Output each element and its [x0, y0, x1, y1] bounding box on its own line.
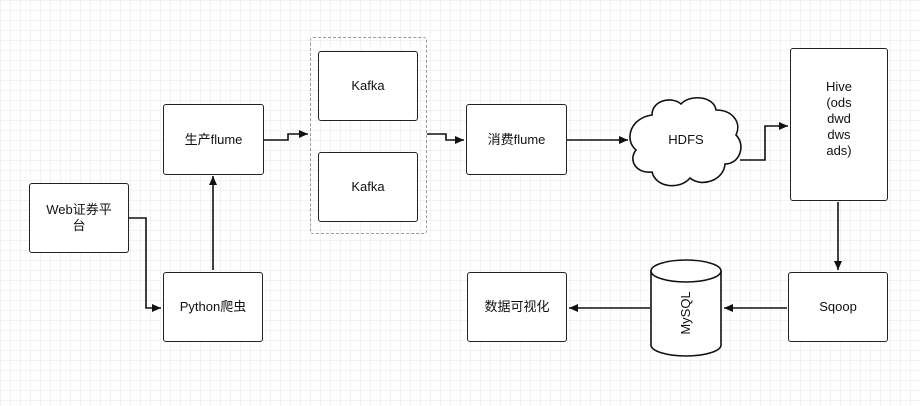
kafka-cluster-group [310, 37, 427, 234]
consumer-flume-label: 消费flume [487, 131, 546, 147]
consumer-flume-node[interactable]: 消费flume [466, 104, 567, 175]
sqoop-label: Sqoop [819, 299, 857, 314]
kafka-node-2[interactable]: Kafka [318, 152, 418, 222]
hive-label: Hive (ods dwd dws ads) [825, 79, 852, 158]
kafka-label-1: Kafka [351, 78, 385, 93]
hdfs-cloud-shape [629, 97, 742, 187]
edge-produce-to-kafka [264, 130, 308, 141]
hdfs-label: HDFS [668, 132, 704, 147]
python-crawler-node[interactable]: Python爬虫 [163, 272, 263, 342]
mysql-cylinder-shape [650, 259, 722, 357]
kafka-label-2: Kafka [351, 179, 385, 194]
sqoop-node[interactable]: Sqoop [788, 272, 888, 342]
edge-web-to-python [129, 217, 161, 312]
mysql-label: MySQL [678, 291, 693, 335]
kafka-node-1[interactable]: Kafka [318, 51, 418, 121]
edge-kafka-to-consume [427, 133, 464, 144]
web-platform-label: Web证券平台 [46, 202, 112, 233]
data-visualization-node[interactable]: 数据可视化 [467, 272, 567, 342]
edge-hdfs-to-hive [740, 122, 788, 161]
producer-flume-label: 生产flume [184, 131, 243, 147]
data-visualization-label: 数据可视化 [484, 299, 550, 314]
hive-node[interactable]: Hive (ods dwd dws ads) [790, 48, 888, 201]
producer-flume-node[interactable]: 生产flume [163, 104, 264, 175]
web-platform-node[interactable]: Web证券平台 [29, 183, 129, 253]
python-crawler-label: Python爬虫 [179, 299, 247, 314]
